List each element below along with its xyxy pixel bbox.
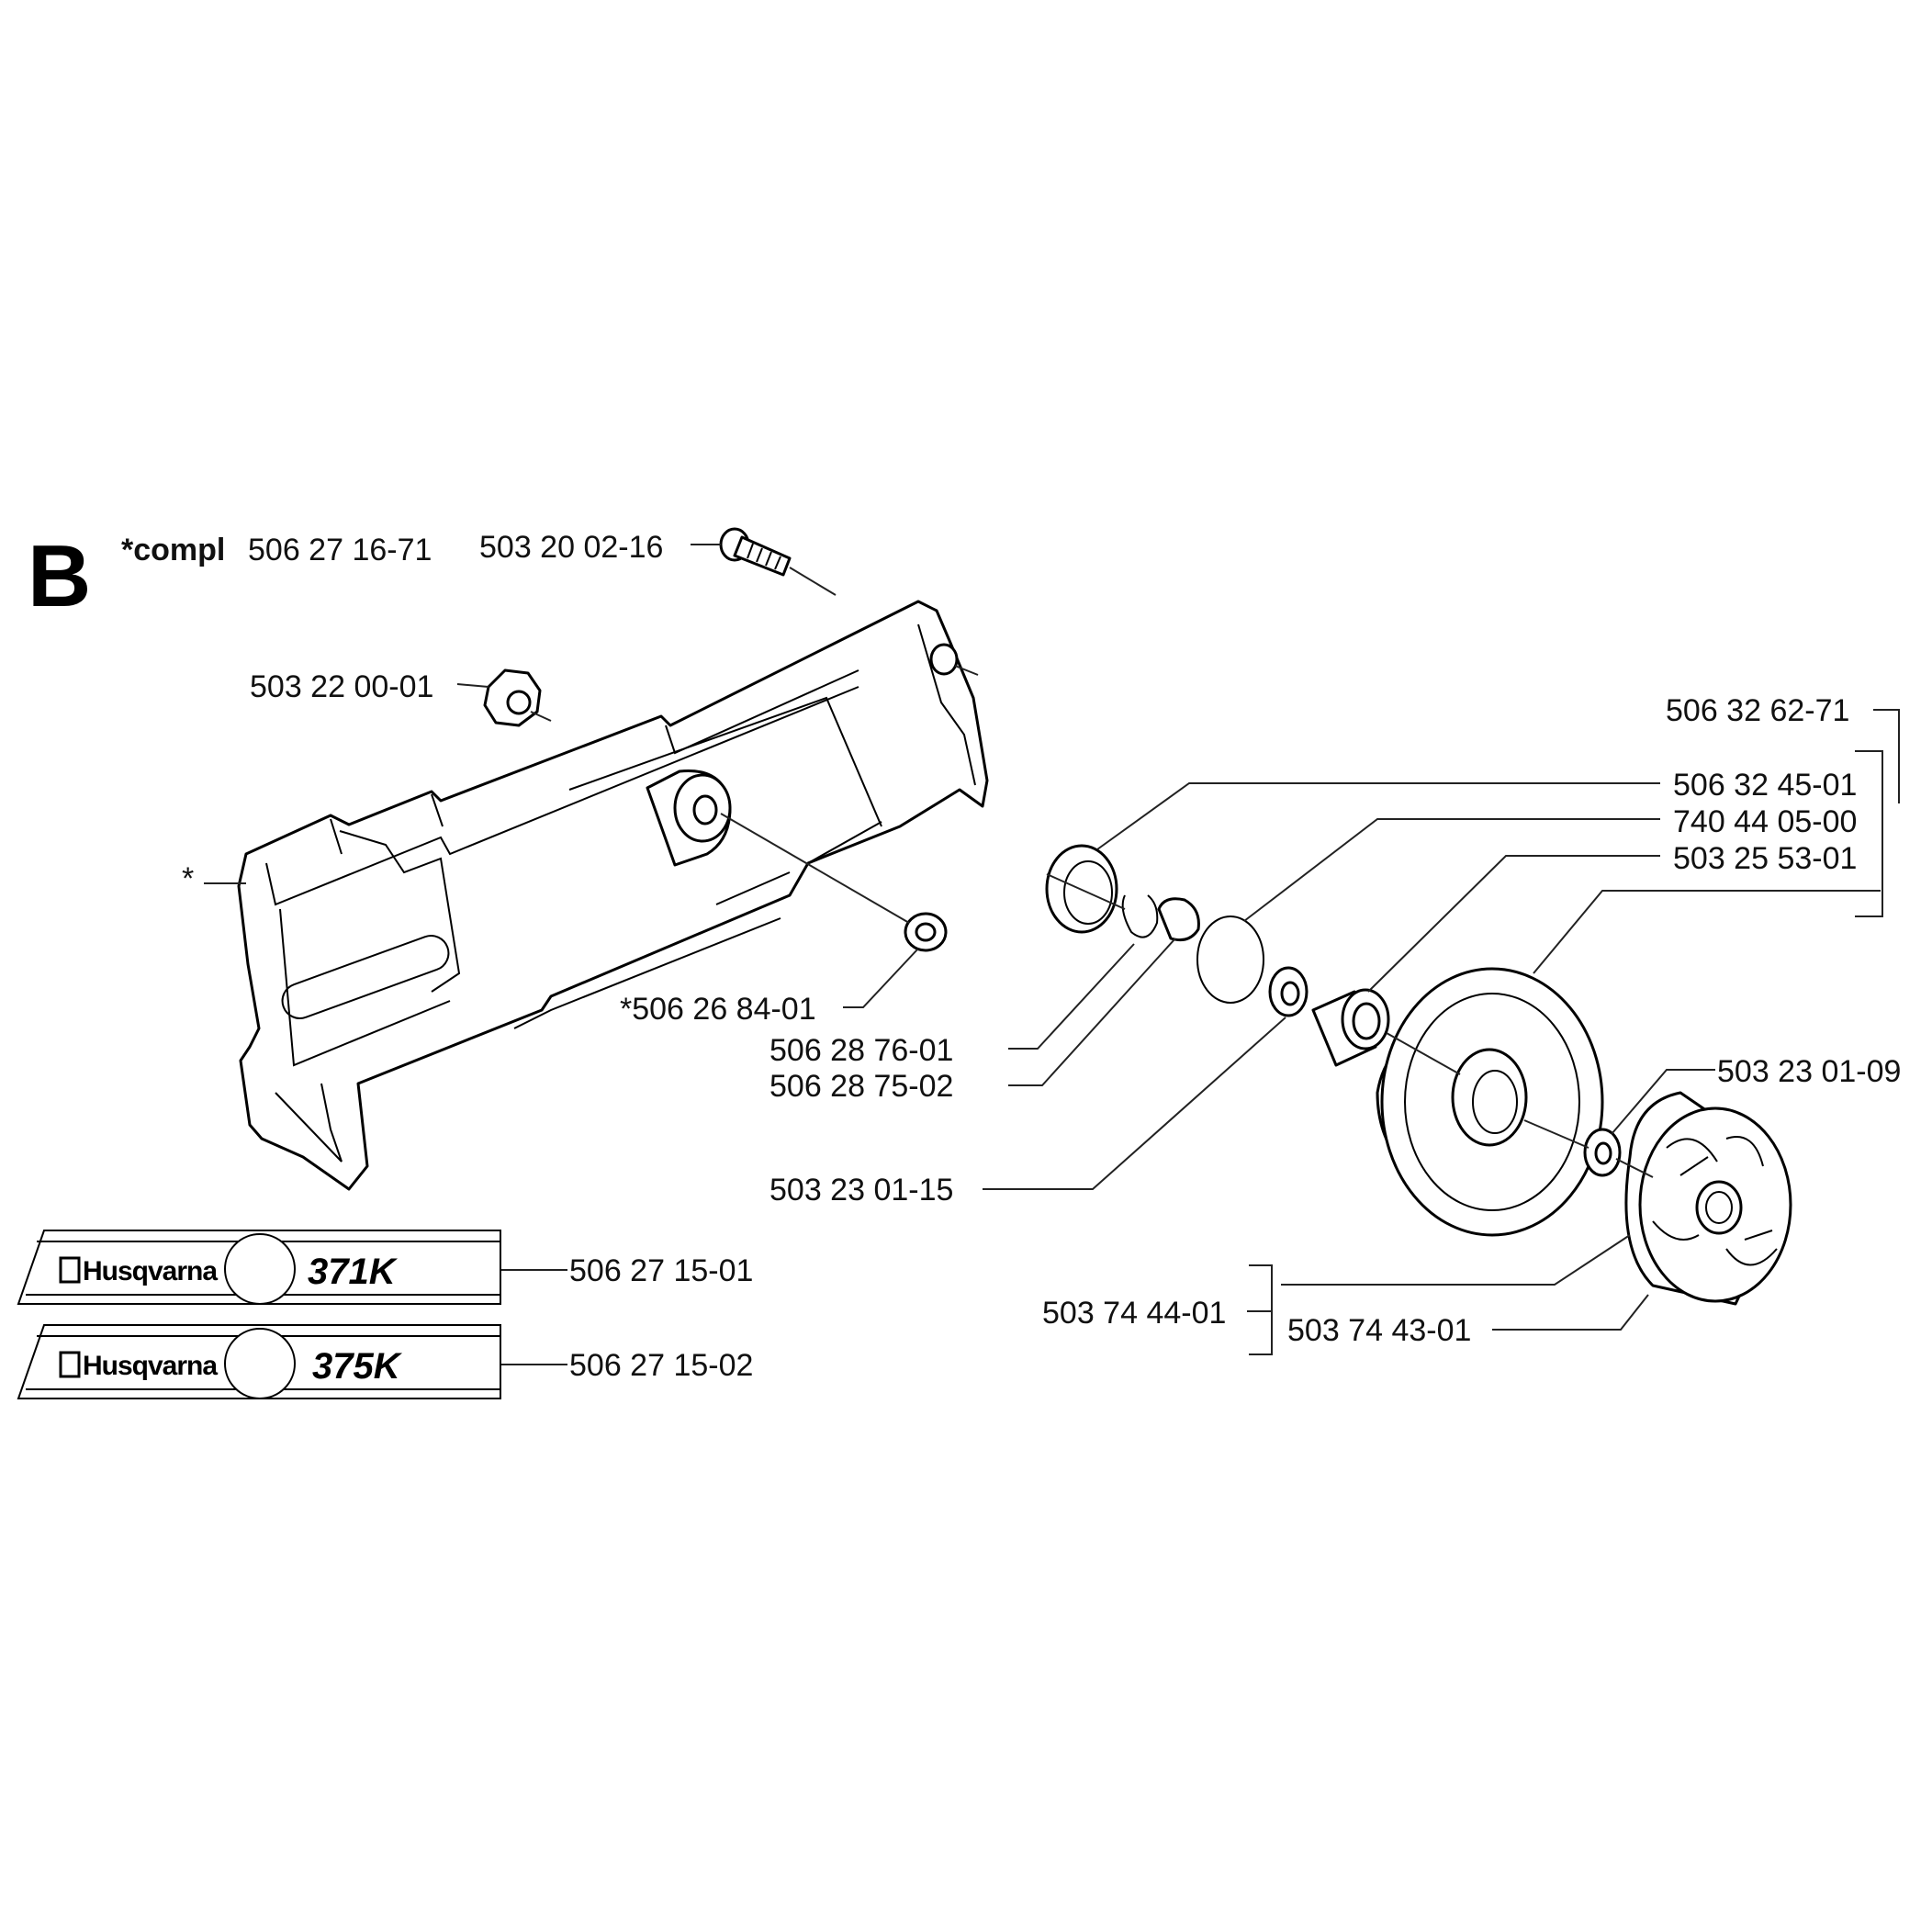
- leader-lines: [204, 544, 1900, 1365]
- label-washer-ring: 740 44 05-00: [1673, 804, 1857, 839]
- decal-371k: Husqvarna 371K: [17, 1230, 501, 1305]
- screw: [719, 527, 792, 577]
- washer-right: [1583, 1128, 1622, 1177]
- washer-small: [1268, 966, 1309, 1017]
- needle-bearing: [1311, 988, 1390, 1067]
- assembly-number: 506 27 16-71: [248, 533, 432, 567]
- decal-375k: Husqvarna 375K: [17, 1324, 501, 1399]
- decal-brand: Husqvarna: [83, 1256, 218, 1286]
- husqvarna-logo-icon: [59, 1256, 81, 1284]
- decal-model: 371K: [308, 1252, 399, 1292]
- flange-nut: [483, 668, 542, 727]
- spacer-part: [904, 912, 948, 952]
- decal-brand: Husqvarna: [83, 1351, 218, 1381]
- label-clutch-assembly: 503 74 44-01: [1042, 1296, 1226, 1331]
- o-ring: [1196, 915, 1264, 1004]
- cover-bushing: [646, 769, 732, 867]
- label-circlip: 506 28 76-01: [769, 1033, 953, 1068]
- label-bushing: *506 26 84-01: [620, 992, 816, 1027]
- circlip: [1121, 894, 1159, 938]
- label-washer-small: 503 23 01-15: [769, 1173, 953, 1208]
- label-decal-371k: 506 27 15-01: [569, 1253, 753, 1288]
- label-screw: 503 20 02-16: [479, 530, 663, 565]
- label-washer-right: 503 23 01-09: [1717, 1054, 1901, 1089]
- label-decal-375k: 506 27 15-02: [569, 1348, 753, 1383]
- section-letter: B: [28, 527, 91, 625]
- spring-clip: [1157, 897, 1200, 942]
- label-clutch-kit: 506 32 62-71: [1666, 693, 1849, 728]
- clutch-drum: [1376, 967, 1604, 1237]
- label-spring-clip: 506 28 75-02: [769, 1069, 953, 1104]
- label-asterisk: *: [182, 861, 194, 896]
- label-clutch-part: 503 74 43-01: [1287, 1313, 1471, 1348]
- husqvarna-logo-icon: [59, 1351, 81, 1378]
- label-nut: 503 22 00-01: [250, 669, 433, 704]
- centrifugal-clutch: [1624, 1091, 1792, 1306]
- decal-model: 375K: [312, 1346, 403, 1387]
- label-bearing: 503 25 53-01: [1673, 841, 1857, 876]
- clutch-cover: [237, 600, 989, 1191]
- assembly-prefix: *compl: [121, 533, 225, 567]
- label-seal: 506 32 45-01: [1673, 768, 1857, 803]
